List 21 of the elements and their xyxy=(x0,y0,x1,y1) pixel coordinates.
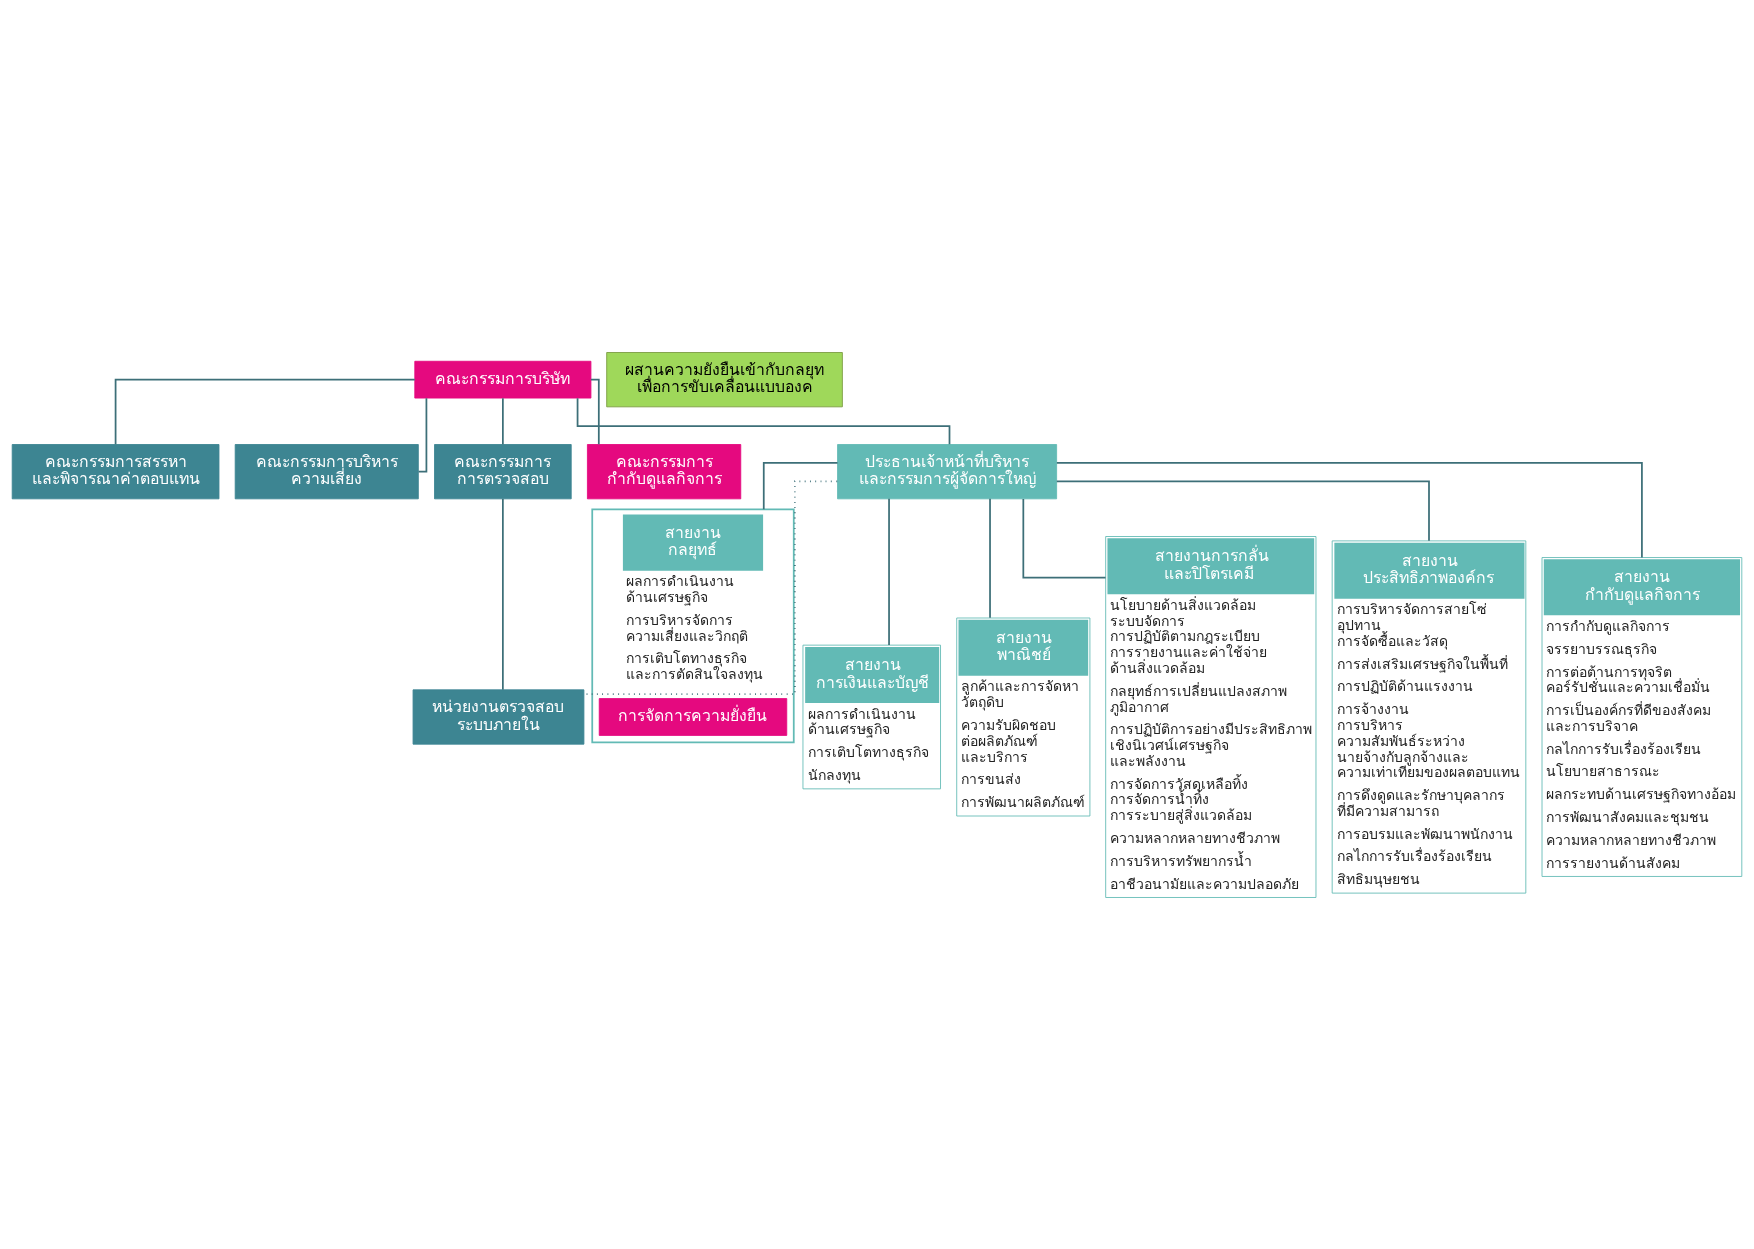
connector xyxy=(762,461,839,510)
node-box: การจัดการความยั่งยืน xyxy=(598,697,788,736)
connector xyxy=(1055,461,1643,558)
connector xyxy=(989,497,991,619)
node-box: คณะกรรมการ กำกับดูแลกิจการ xyxy=(586,443,742,499)
connector xyxy=(114,378,416,445)
node-box: ประธานเจ้าหน้าที่บริหาร และกรรมการผู้จัดการใหญ่ xyxy=(837,443,1058,499)
connector xyxy=(502,396,504,445)
connector xyxy=(590,378,600,445)
node-box: คณะกรรมการ การตรวจสอบ xyxy=(434,443,572,499)
connector xyxy=(1055,479,1430,542)
connector xyxy=(576,396,951,445)
connector xyxy=(417,396,428,473)
node-box: คณะกรรมการสรรหา และพิจารณาค่าตอบแทน xyxy=(11,443,220,499)
node-box: คณะกรรมการบริษัท xyxy=(414,360,592,398)
connector xyxy=(502,497,504,691)
node-box: หน่วยงานตรวจสอบ ระบบภายใน xyxy=(412,688,585,745)
node-box: คณะกรรมการบริหาร ความเสี่ยง xyxy=(234,443,419,499)
node-box: ผสานความยังยืนเข้ากับกลยุท เพื่อการขับเคลื่อนแบบองค xyxy=(606,351,843,407)
connector xyxy=(888,497,890,646)
connector xyxy=(1022,497,1107,579)
